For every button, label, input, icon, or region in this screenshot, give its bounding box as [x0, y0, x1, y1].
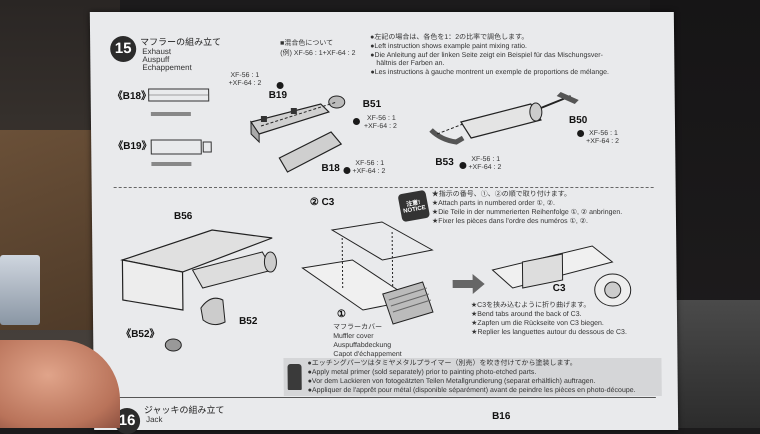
color-marker-b51: [352, 118, 360, 125]
part-b52-label: B52: [238, 316, 258, 327]
exhaust-assembly-drawing: [148, 88, 579, 173]
part-b18-label: B18: [321, 163, 340, 174]
color-b51-2: +XF-64 : 2: [363, 123, 397, 130]
metal-note-fr: ●Appliquer de l'apprêt pour métal (dispo…: [307, 387, 636, 394]
bend-note-fr: ★Replier les languettes autour du dessou…: [471, 329, 627, 336]
bend-note-jp: ★C3を挟み込むように折り曲げます。: [470, 302, 591, 309]
part-b56-label: B56: [173, 211, 193, 222]
muffler-cover-en: Muffler cover: [333, 333, 374, 340]
part-b51-label: B51: [362, 99, 382, 110]
step16-title-en: Jack: [146, 415, 163, 424]
color-marker-b18: [343, 167, 351, 174]
background-metal-object: [675, 300, 760, 428]
color-b18-1: XF-56 : 1: [355, 160, 385, 167]
step16-part-b16: B16: [491, 411, 511, 422]
color-b19-1: XF-56 : 1: [230, 72, 260, 79]
color-marker-b53: [459, 162, 467, 169]
notice-fr: ★Fixer les pièces dans l'ordre des numér…: [431, 218, 588, 225]
step16-divider: [115, 397, 656, 398]
metal-note-de: ●Vor dem Lackieren von fotogeätzten Teil…: [307, 378, 596, 385]
color-b50-1: XF-56 : 1: [589, 130, 618, 137]
color-b19-2: +XF-64 : 2: [228, 80, 262, 87]
notice-badge: 注意! NOTICE: [397, 189, 431, 223]
color-marker-b19: [276, 82, 284, 89]
color-b53-1: XF-56 : 1: [471, 156, 501, 163]
color-b51-1: XF-56 : 1: [366, 115, 396, 122]
notice-text-box: ★指示の番号、①、②の順で取り付けます。 ★Attach parts in nu…: [432, 191, 632, 231]
muffler-cover-drawing: [120, 221, 632, 352]
metal-note-jp: ●エッチングパーツはタミヤメタルプライマー（別売）を吹き付けてから塗装します。: [307, 360, 577, 367]
spray-can-icon: [287, 364, 302, 390]
part-b18-ref-label: 《B18》: [112, 91, 152, 102]
notice-en: ★Attach parts in numbered order ①, ②.: [431, 200, 555, 207]
part-b53-label: B53: [435, 157, 454, 168]
color-b50-2: +XF-64 : 2: [586, 138, 620, 145]
notice-de: ★Die Teile in der nummerierten Reihenfol…: [431, 209, 623, 216]
part-b50-label: B50: [568, 115, 588, 126]
bend-note-en: ★Bend tabs around the back of C3.: [470, 311, 582, 318]
muffler-cover-jp: マフラーカバー: [333, 324, 383, 331]
notice-jp: ★指示の番号、①、②の順で取り付けます。: [431, 191, 572, 198]
part-c3-right-label: C3: [552, 283, 566, 294]
instruction-sheet: 15 マフラーの組み立て Exhaust Auspuff Echappement…: [89, 12, 679, 434]
background-object: [0, 255, 40, 325]
part-b19-ref-label: 《B19》: [113, 141, 152, 152]
muffler-cover-number: ①: [336, 309, 347, 320]
color-b18-2: +XF-64 : 2: [352, 168, 386, 175]
section-divider: [113, 187, 654, 188]
part-b19-label: B19: [268, 90, 288, 101]
part-b52-ref-label: 《B52》: [121, 329, 160, 340]
step-c3-label: ② C3: [309, 197, 335, 208]
hand-holding-sheet: [0, 340, 120, 428]
color-marker-b50: [577, 130, 585, 137]
color-b53-2: +XF-64 : 2: [468, 164, 502, 171]
muffler-cover-de: Auspuffabdeckung: [333, 342, 392, 349]
metal-note-en: ●Apply metal primer (sold separately) pr…: [307, 369, 537, 376]
bend-note-de: ★Zapfen um die Rückseite von C3 biegen.: [471, 320, 604, 327]
